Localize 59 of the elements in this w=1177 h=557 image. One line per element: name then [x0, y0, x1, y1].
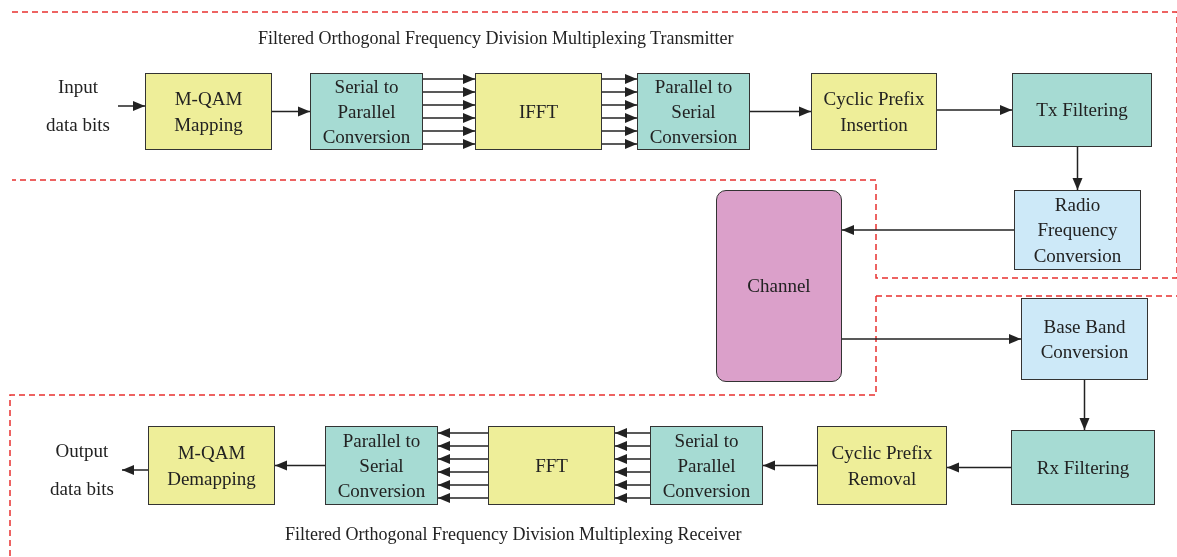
arrow [614, 480, 651, 490]
arrow [841, 334, 1022, 344]
io-label: data bits [50, 478, 114, 500]
arrow [422, 126, 476, 136]
io-label: data bits [46, 114, 110, 136]
process-box: Radio Frequency Conversion [1014, 190, 1141, 270]
arrow [614, 493, 651, 503]
arrow [601, 113, 638, 123]
dashed-region [12, 12, 1177, 278]
process-box: M-QAM Demapping [148, 426, 275, 505]
arrow [614, 467, 651, 477]
io-label: Input [57, 76, 99, 98]
arrow [601, 100, 638, 110]
arrow [117, 101, 146, 111]
arrow [614, 428, 651, 438]
process-box: Rx Filtering [1011, 430, 1155, 505]
process-box: Base Band Conversion [1021, 298, 1148, 380]
arrow [422, 113, 476, 123]
process-box: Parallel to Serial Conversion [325, 426, 438, 505]
arrow [422, 139, 476, 149]
arrow [1079, 379, 1090, 431]
arrow [437, 493, 489, 503]
arrow [762, 460, 818, 471]
process-box: M-QAM Mapping [145, 73, 272, 150]
arrow [437, 467, 489, 477]
arrow [946, 462, 1012, 473]
arrow [422, 74, 476, 84]
arrow [422, 100, 476, 110]
process-box: Cyclic Prefix Insertion [811, 73, 937, 150]
arrow [601, 74, 638, 84]
arrow [614, 441, 651, 451]
arrow [601, 87, 638, 97]
arrow [271, 106, 311, 117]
process-box: Cyclic Prefix Removal [817, 426, 947, 505]
arrow [841, 225, 1015, 235]
region-title: Filtered Orthogonal Frequency Division Multiplexing Transmitter [258, 28, 734, 49]
io-label: Output [55, 440, 109, 462]
arrow [121, 465, 149, 475]
arrow [601, 126, 638, 136]
process-box: Serial to Parallel Conversion [310, 73, 423, 150]
arrow [437, 454, 489, 464]
process-box: FFT [488, 426, 615, 505]
arrow [437, 441, 489, 451]
arrow [601, 139, 638, 149]
process-box: Parallel to Serial Conversion [637, 73, 750, 150]
region-title: Filtered Orthogonal Frequency Division Multiplexing Receiver [285, 524, 742, 545]
process-box: Serial to Parallel Conversion [650, 426, 763, 505]
arrow [437, 480, 489, 490]
arrow [1072, 146, 1083, 191]
dashed-region [10, 296, 1177, 557]
process-box: IFFT [475, 73, 602, 150]
arrow [749, 106, 812, 117]
process-box: Channel [716, 190, 842, 382]
arrow [437, 428, 489, 438]
process-box: Tx Filtering [1012, 73, 1152, 147]
arrow [614, 454, 651, 464]
arrow [274, 460, 326, 471]
arrow [422, 87, 476, 97]
arrow [936, 105, 1013, 115]
